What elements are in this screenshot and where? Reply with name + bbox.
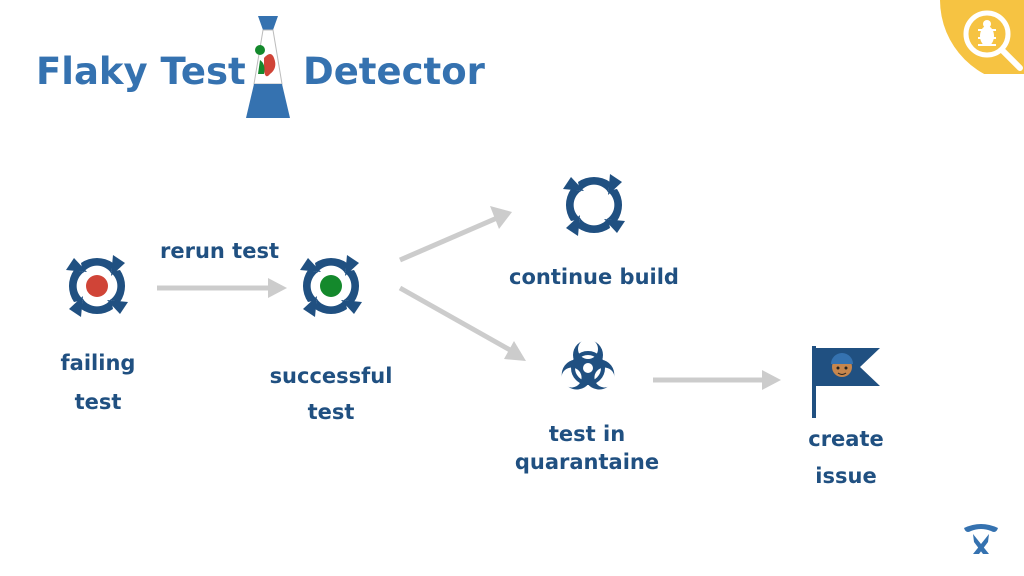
edge-label-rerun: rerun test [160, 239, 279, 263]
node-label-quarantine: test in quarantaine [514, 422, 660, 474]
arrow-to-continue [399, 206, 512, 263]
title-part-2: Detector [303, 50, 485, 93]
node-label-issue: create issue [808, 427, 884, 488]
node-label-successful: successful test [269, 364, 393, 424]
flag-icon [812, 346, 880, 418]
node-label-failing: failing test [60, 351, 136, 414]
continue-build-icon [563, 174, 625, 236]
biohazard-icon [555, 339, 621, 396]
arrow-to-issue [653, 370, 781, 390]
failing-test-icon [66, 255, 128, 317]
successful-test-icon [300, 255, 362, 317]
arrow-to-quarantine [398, 285, 526, 361]
bug-magnifier-icon [940, 0, 1024, 74]
arrow-rerun [157, 278, 287, 298]
lava-lamp-icon [246, 16, 290, 118]
atlassian-logo [964, 524, 998, 554]
node-label-continue: continue build [509, 265, 679, 289]
title-part-1: Flaky Test [36, 50, 246, 93]
